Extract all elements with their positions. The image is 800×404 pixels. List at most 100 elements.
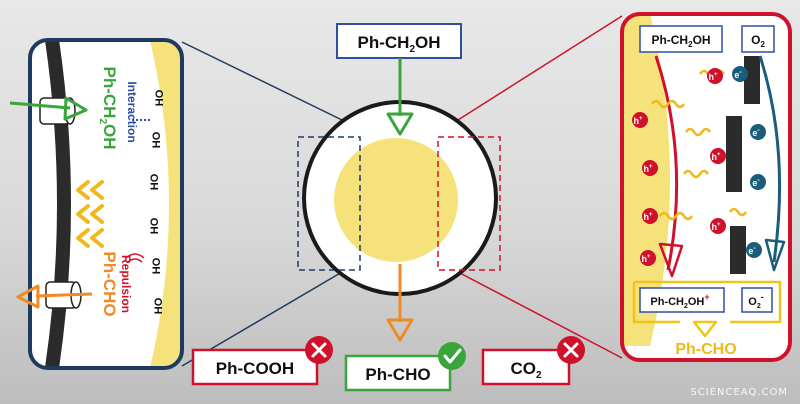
svg-text:h+: h+ bbox=[711, 152, 721, 162]
oxidation-path bbox=[654, 55, 679, 271]
electron-charge: - bbox=[757, 177, 760, 184]
top-reactant-label: Ph-CH bbox=[357, 33, 409, 52]
right-zoom-region bbox=[437, 136, 501, 271]
left-reactant-sub: 2 bbox=[97, 118, 108, 124]
hole-charge: + bbox=[639, 116, 643, 122]
watermark: SCIENCEAQ.COM bbox=[690, 387, 788, 398]
hole-charge: + bbox=[714, 72, 718, 78]
ho-group: HO bbox=[151, 131, 163, 148]
repulsion-waves bbox=[125, 253, 145, 263]
oxygen-sub: 2 bbox=[760, 40, 765, 49]
holes: h+ h+ h+ h+ h+ h+ bbox=[632, 68, 726, 266]
hole-icon: h+ bbox=[642, 208, 658, 224]
electron-icon: e- bbox=[732, 66, 748, 82]
product-frame bbox=[634, 280, 782, 324]
radical-label: Ph-CH bbox=[650, 296, 684, 308]
product-bad-right-sub: 2 bbox=[536, 370, 542, 381]
electron-charge: - bbox=[753, 245, 756, 252]
svg-text:CO2: CO2 bbox=[510, 359, 542, 381]
svg-text:h+: h+ bbox=[643, 212, 653, 222]
reactant-in-arrow bbox=[386, 58, 414, 136]
top-reactant-box: Ph-CH2OH bbox=[336, 23, 462, 59]
left-reactant-label: Ph-CH bbox=[100, 66, 119, 118]
reactant-in-arrow-left bbox=[9, 96, 88, 121]
flow-chevrons bbox=[76, 180, 104, 248]
svg-text:O2-: O2- bbox=[748, 292, 763, 310]
electron-charge: - bbox=[739, 69, 742, 76]
hole-icon: h+ bbox=[632, 112, 648, 128]
electron-charge: - bbox=[757, 127, 760, 134]
svg-text:e-: e- bbox=[752, 177, 760, 188]
electron-label: e bbox=[752, 128, 757, 138]
right-zoom-panel: Ph-CH2OH O2 h+ bbox=[620, 12, 792, 362]
svg-text:e-: e- bbox=[748, 245, 756, 256]
hole-charge: + bbox=[649, 164, 653, 170]
interaction-label: Interaction bbox=[125, 81, 139, 142]
electrons: e- e- e- e- bbox=[732, 66, 766, 258]
electron-icon: e- bbox=[750, 174, 766, 190]
product-bad-right-label: CO bbox=[510, 359, 536, 378]
left-product-label: Ph-CHO bbox=[100, 251, 119, 316]
ho-group: HO bbox=[149, 173, 161, 190]
svg-text:e-: e- bbox=[734, 69, 742, 80]
svg-text:Ph-CH2OH: Ph-CH2OH bbox=[357, 33, 440, 55]
oxygen-label: O bbox=[751, 33, 760, 47]
superoxide-box: O2- bbox=[741, 287, 773, 313]
product-out-arrow bbox=[386, 264, 414, 342]
hole-icon: h+ bbox=[710, 218, 726, 234]
hole-charge: + bbox=[647, 254, 651, 260]
svg-text:h+: h+ bbox=[643, 164, 653, 174]
product-frame-arrow bbox=[692, 320, 718, 338]
radical-charge: + bbox=[704, 292, 709, 302]
radical-sub: 2 bbox=[684, 303, 688, 310]
right-product-label: Ph-CHO bbox=[675, 341, 736, 358]
top-reactant-tail: OH bbox=[415, 33, 441, 52]
pore-top bbox=[39, 97, 76, 125]
right-reactant-label: Ph-CH bbox=[651, 33, 688, 47]
superoxide-charge: - bbox=[761, 292, 764, 302]
hole-label: h bbox=[711, 222, 717, 232]
hole-icon: h+ bbox=[707, 68, 723, 84]
superoxide-sub: 2 bbox=[757, 303, 761, 310]
hole-label: h bbox=[643, 164, 649, 174]
left-zoom-region bbox=[297, 136, 361, 271]
radical-box: Ph-CH2OH+ bbox=[639, 287, 725, 313]
svg-text:h+: h+ bbox=[633, 116, 643, 126]
radical-tail: OH bbox=[688, 296, 705, 308]
hole-label: h bbox=[641, 254, 647, 264]
hole-icon: h+ bbox=[642, 160, 658, 176]
superoxide-label: O bbox=[748, 296, 757, 308]
electron-label: e bbox=[734, 70, 739, 80]
product-good-box: Ph-CHO bbox=[344, 342, 466, 392]
svg-text:Ph-CH2OH+: Ph-CH2OH+ bbox=[650, 292, 709, 310]
left-zoom-panel: HO HO HO HO HO HO Interaction bbox=[9, 38, 184, 370]
svg-text:Ph-CH2OH: Ph-CH2OH bbox=[97, 66, 119, 149]
hole-charge: + bbox=[717, 222, 721, 228]
ho-group: HO bbox=[154, 89, 166, 106]
electron-label: e bbox=[748, 246, 753, 256]
electron-label: e bbox=[752, 178, 757, 188]
ho-group: HO bbox=[153, 297, 165, 314]
hole-label: h bbox=[633, 116, 639, 126]
reduction-path bbox=[758, 55, 782, 263]
product-good-label: Ph-CHO bbox=[365, 365, 430, 384]
hydroxyl-groups: HO HO HO HO HO HO bbox=[149, 89, 166, 314]
svg-text:h+: h+ bbox=[641, 254, 651, 264]
hole-label: h bbox=[711, 152, 717, 162]
electron-icon: e- bbox=[746, 242, 762, 258]
right-reactant-tail: OH bbox=[693, 33, 711, 47]
product-bad-left-label: Ph-COOH bbox=[216, 359, 294, 378]
hole-label: h bbox=[708, 72, 714, 82]
hole-label: h bbox=[643, 212, 649, 222]
hole-icon: h+ bbox=[640, 250, 656, 266]
svg-text:h+: h+ bbox=[711, 222, 721, 232]
svg-text:h+: h+ bbox=[708, 72, 718, 82]
product-bad-right-box: CO2 bbox=[481, 336, 585, 386]
product-out-arrow-left bbox=[16, 284, 93, 309]
left-reactant-tail: OH bbox=[100, 124, 119, 150]
check-icon bbox=[438, 342, 466, 370]
hole-icon: h+ bbox=[710, 148, 726, 164]
hole-charge: + bbox=[717, 152, 721, 158]
right-reactant-sub: 2 bbox=[688, 40, 693, 49]
svg-text:Ph-CH2OH: Ph-CH2OH bbox=[651, 33, 710, 49]
